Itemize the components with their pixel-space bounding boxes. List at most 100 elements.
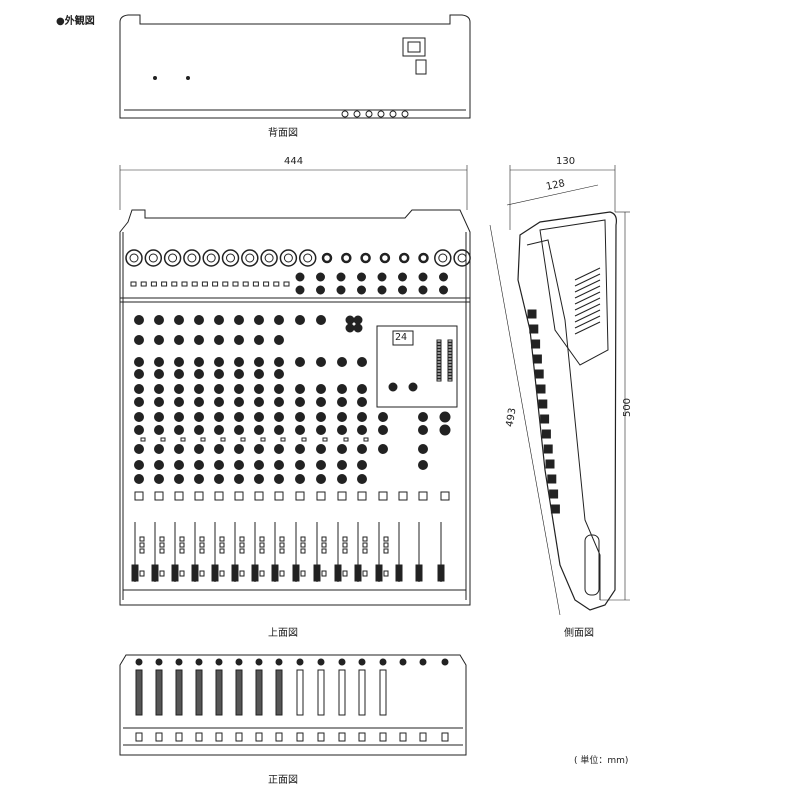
knob-icon [174,335,184,345]
front-knob-icon [235,658,243,666]
xlr-center-icon [457,253,467,263]
mute-button-icon [440,491,450,501]
assign-switch-icon [280,437,286,442]
knob-icon [357,412,367,422]
knob-icon [316,425,326,435]
rear-view-drawing [119,14,471,119]
side-knob-icon [549,489,559,499]
channel-switch-icon [342,536,348,542]
rear-jack-icon [353,110,361,118]
vent-slot [574,291,601,305]
knob-icon [337,384,347,394]
knob-icon [234,425,244,435]
knob-icon [134,384,144,394]
pfl-switch-icon [383,570,389,577]
knob-icon [295,357,305,367]
front-fader-icon [296,669,304,716]
mute-button-icon [398,491,408,501]
assign-switch-icon [363,437,369,442]
channel-switch-icon [383,536,389,542]
channel-switch-icon [279,542,285,548]
knob-icon [154,444,164,454]
side-knob-icon [534,369,544,379]
knob-icon [174,425,184,435]
front-knob-icon [275,658,283,666]
xlr-input-icon [453,249,471,267]
knob-icon [295,444,305,454]
knob-icon [295,425,305,435]
channel-switch-icon [159,542,165,548]
front-button-icon [275,732,283,742]
mute-button-icon [214,491,224,501]
mute-button-icon [295,491,305,501]
front-button-icon [419,732,427,742]
knob-icon [274,444,284,454]
knob-icon [154,315,164,325]
line-jack-icon [398,285,407,295]
side-knob-icon [538,399,548,409]
knob-icon [154,384,164,394]
knob-icon [274,412,284,422]
knob-icon [194,412,204,422]
knob-icon [154,474,164,484]
knob-icon [194,357,204,367]
front-button-icon [358,732,366,742]
front-fader-icon [338,669,346,716]
jack-input-icon [360,252,371,264]
pad-switch-icon [252,281,259,287]
knob-icon [234,369,244,379]
dimension-lines [119,165,630,616]
channel-switch-icon [321,536,327,542]
front-fader-icon [155,669,163,716]
top-view-label: 上面図 [268,628,298,639]
vent-slot [574,303,601,317]
xlr-center-icon [303,253,313,263]
assign-switch-icon [180,437,186,442]
xlr-center-icon [438,253,448,263]
assign-switch-icon [200,437,206,442]
level-meter-segment [447,360,453,364]
knob-icon [254,357,264,367]
line-jack-icon [336,285,346,295]
level-meter-segment [436,378,442,382]
power-switch-icon [415,59,427,75]
xlr-input-icon [125,249,143,267]
knob-icon [194,384,204,394]
knob-icon [174,369,184,379]
knob-icon [418,412,428,422]
vent-slot [574,321,601,335]
pfl-switch-icon [362,570,368,577]
pad-switch-icon [201,281,208,287]
knob-icon [214,444,224,454]
knob-icon [214,474,224,484]
height-dimension: 500 [622,397,634,418]
front-knob-icon [215,658,223,666]
line-jack-icon [439,285,448,295]
xlr-input-icon [183,249,201,267]
line-jack-icon [377,285,387,295]
side-knob-icon [532,354,542,364]
line-jack-icon [439,272,448,282]
knob-icon [295,474,305,484]
front-fader-icon [195,669,203,716]
knob-icon [174,397,184,407]
knob-icon [194,369,204,379]
fader-cap-icon [271,564,279,582]
knob-icon [154,412,164,422]
jack-input-icon [379,252,391,264]
knob-icon [134,425,144,435]
rear-jack-icon [401,110,409,118]
fader-cap-icon [231,564,239,582]
knob-icon [357,357,367,367]
front-button-icon [175,732,183,742]
side-knob-icon [527,309,537,319]
side-knob-icon [550,504,560,514]
fader-cap-icon [354,564,362,582]
mute-button-icon [154,491,164,501]
pfl-switch-icon [179,570,185,577]
fader-cap-icon [395,564,403,582]
front-button-icon [195,732,203,742]
knob-icon [357,444,367,454]
channel-switch-icon [199,536,205,542]
